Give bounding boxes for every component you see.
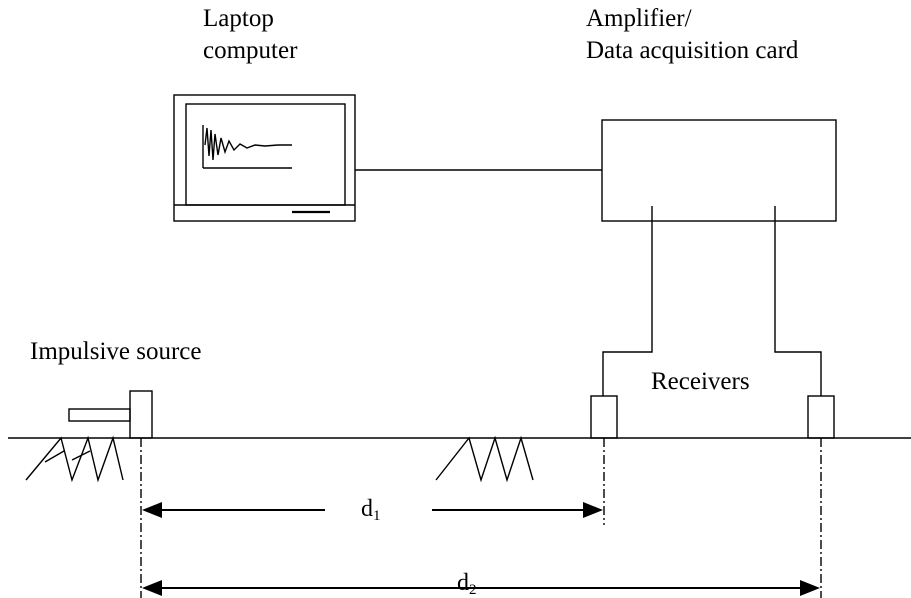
screen-waveform xyxy=(204,127,292,161)
amplifier-label-line1: Amplifier/ xyxy=(586,5,692,32)
impulsive-source-hammer xyxy=(68,408,131,422)
ground-hatch-middle xyxy=(435,435,534,483)
receiver-cable-2 xyxy=(774,206,822,396)
dimension-d1-arrow-left xyxy=(142,502,162,518)
receiver-cable-1 xyxy=(602,206,653,396)
dimension-d1-arrow-right xyxy=(583,502,603,518)
dimension-d2-arrow-right xyxy=(800,580,820,596)
laptop-screen xyxy=(185,103,346,206)
dimension-d1-base: d xyxy=(361,496,373,522)
ground-hatch-left xyxy=(25,435,124,483)
dimension-d2-label: d2 xyxy=(457,568,477,598)
receiver-2 xyxy=(807,395,835,439)
receivers-label: Receivers xyxy=(651,368,750,395)
amplifier-box xyxy=(601,119,837,222)
receiver-1 xyxy=(590,395,618,439)
laptop-label-line1: Laptop xyxy=(203,5,274,32)
amplifier-label-line2: Data acquisition card xyxy=(586,37,799,64)
impulsive-source-label: Impulsive source xyxy=(30,338,202,365)
dimension-d2-base: d xyxy=(457,570,469,596)
laptop-monitor-frame xyxy=(173,94,356,222)
impulsive-source-block xyxy=(129,390,153,439)
dimension-d2-arrow-left xyxy=(142,580,162,596)
dimension-d1-label: d1 xyxy=(361,494,381,524)
dimension-d1-subscript: 1 xyxy=(373,508,381,524)
laptop-label-line2: computer xyxy=(203,37,298,64)
dimension-d2-subscript: 2 xyxy=(469,582,477,598)
laptop-icon xyxy=(173,94,356,222)
